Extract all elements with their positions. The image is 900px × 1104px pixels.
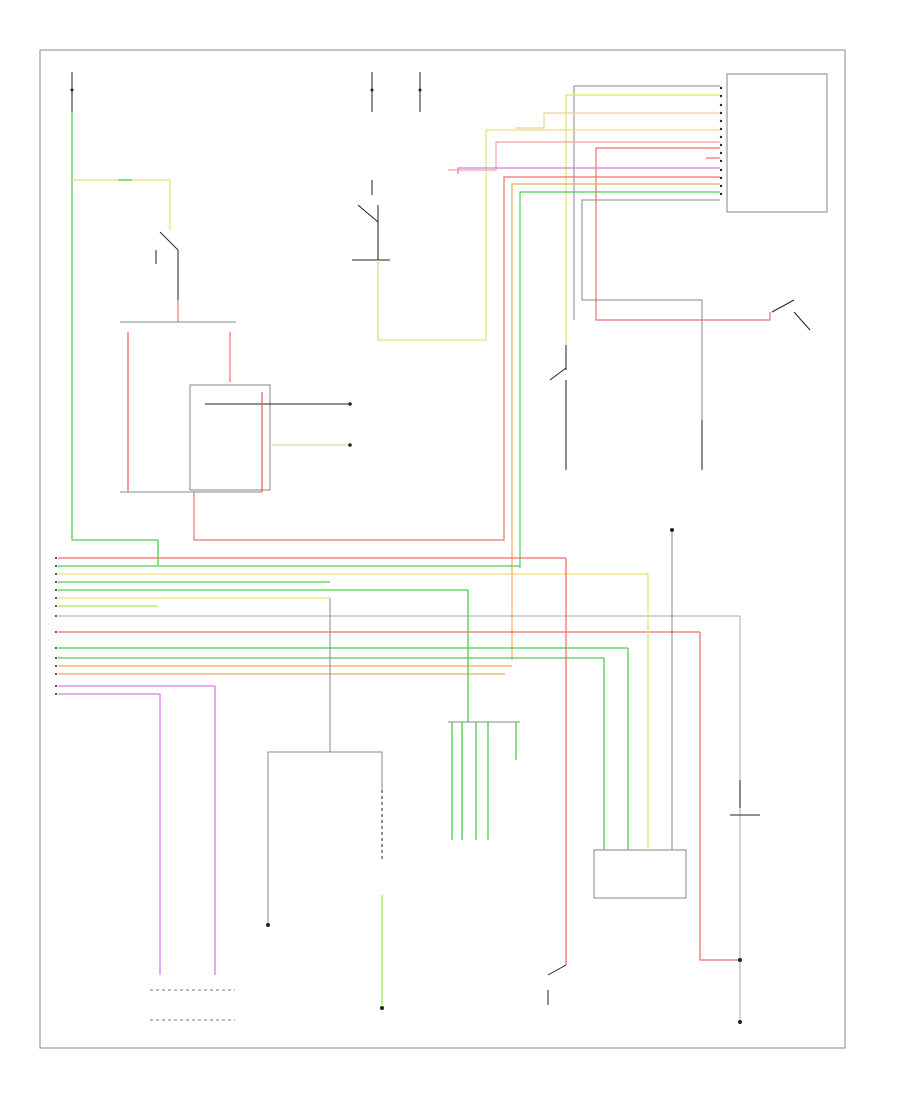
wire-module-orange [511, 183, 720, 660]
wire-module-red-a [595, 147, 771, 321]
seat-switch-left [155, 231, 179, 300]
wire-module-pink [448, 141, 720, 171]
diagram-border [39, 49, 846, 1049]
fuse-feed-left [70, 72, 74, 112]
switch-upper-right [771, 299, 811, 331]
generic-electronic-module [726, 73, 828, 213]
wire-left-green-feed [71, 112, 159, 565]
wire-module-yellow-b [377, 129, 720, 341]
module-bottom-center [593, 849, 687, 899]
wire-left-yellow-branch [72, 179, 171, 230]
ground-right [738, 1020, 742, 1024]
wire-gray-drop-right [330, 751, 383, 790]
wire-gray-drop-left [267, 598, 331, 925]
wire-module-gray-a [573, 85, 720, 320]
sensor-right-terminal [380, 1006, 384, 1010]
wire-module-green [519, 191, 720, 568]
harness-pin-column [55, 557, 57, 695]
wire-module-yellow-a [565, 94, 720, 345]
wire-module-red-b [193, 176, 720, 541]
sensor-left-terminal [266, 923, 270, 927]
door-lock-module [189, 384, 271, 491]
wire-module-gray-b [581, 199, 720, 420]
center-switch [352, 180, 390, 261]
wire-module-tan [515, 112, 720, 129]
seat-belt-switch [549, 345, 567, 470]
wire-module-violet [457, 167, 720, 174]
switch-right-side [730, 780, 760, 816]
module-connector-pins [719, 86, 723, 196]
harness-bus [58, 557, 740, 695]
wire-red-right [699, 632, 740, 961]
fuse-feed-center [370, 72, 422, 112]
switch-bottom-center [547, 964, 567, 1005]
